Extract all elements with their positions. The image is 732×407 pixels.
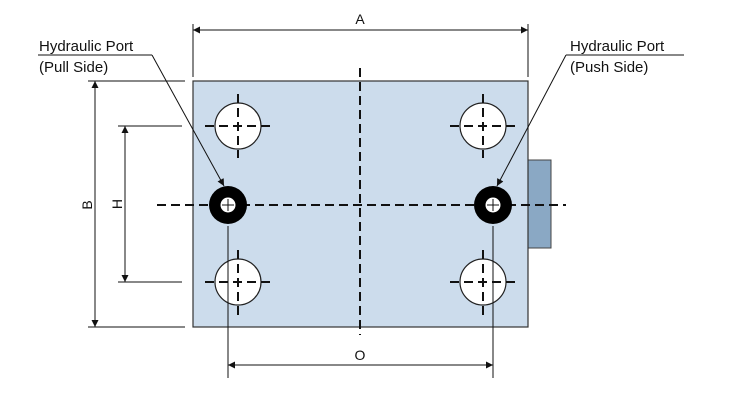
dimension-label-a: A [355,11,365,27]
dimension-o: O [227,226,494,378]
push-port-label-line1: Hydraulic Port [570,38,665,55]
pull-side-callout: Hydraulic Port (Pull Side) [38,38,225,187]
pull-port-label-line1: Hydraulic Port [39,38,134,55]
push-side-callout: Hydraulic Port (Push Side) [496,38,684,187]
pull-port-label-line2: (Pull Side) [39,59,108,76]
push-port-label-line2: (Push Side) [570,59,648,76]
dimension-label-b: B [79,200,95,209]
dimension-b: B [79,80,185,328]
pull-side-port [209,186,247,224]
dimension-label-o: O [355,347,366,363]
mounting-holes [205,94,516,316]
dimension-h: H [109,125,182,283]
dimension-a: A [192,11,529,77]
dimension-label-h: H [109,199,125,209]
push-side-port [474,186,512,224]
hole-centerlines [205,94,516,316]
